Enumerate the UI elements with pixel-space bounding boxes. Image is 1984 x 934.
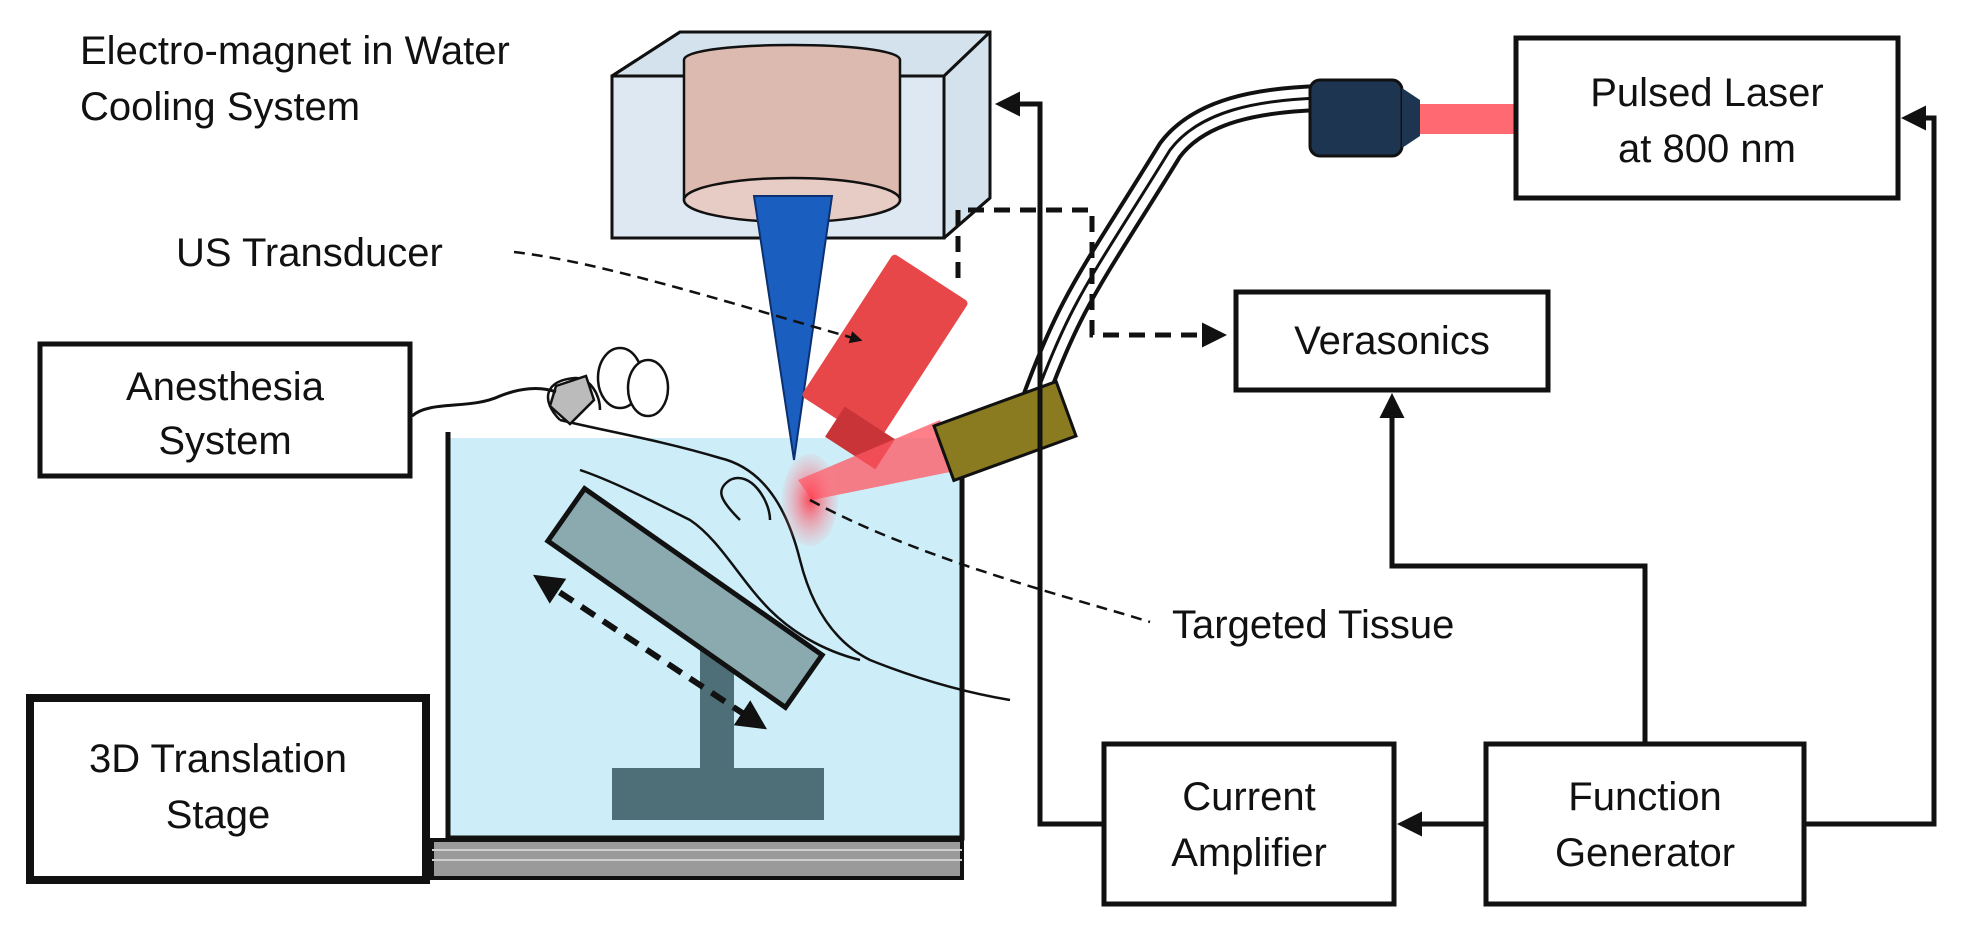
- current-amplifier-box: [1101, 741, 1397, 907]
- anesthesia-label-1: Anesthesia: [126, 365, 325, 409]
- amplifier-label-2: Amplifier: [1171, 831, 1327, 875]
- anesthesia-system-box: [37, 341, 413, 479]
- mouse-outline: [546, 346, 1011, 702]
- pulsed-laser-box: [1513, 35, 1901, 201]
- laser-beam: [1420, 104, 1516, 134]
- laser-label-2: at 800 nm: [1618, 127, 1796, 171]
- amplifier-label-1: Current: [1182, 775, 1315, 819]
- generator-label-1: Function: [1568, 775, 1721, 819]
- stage-label-2: Stage: [166, 793, 271, 837]
- verasonics-label: Verasonics: [1294, 319, 1490, 363]
- verasonics-box: [1233, 289, 1551, 393]
- anesthesia-tube: [411, 387, 557, 418]
- platform-stand-base: [612, 768, 824, 820]
- us-transducer-leader: [513, 250, 863, 344]
- translation-arrow: [532, 574, 768, 730]
- optical-fiber: [932, 78, 1516, 483]
- targeted-tissue-label: Targeted Tissue: [1172, 603, 1454, 647]
- us-signal-path: [955, 207, 1227, 348]
- generator-label-2: Generator: [1555, 831, 1735, 875]
- electromagnet-label-2: Cooling System: [80, 85, 360, 129]
- fiber-tip: [932, 379, 1078, 483]
- targeted-tissue-leader: [809, 498, 1151, 624]
- fiber-coupler: [1308, 78, 1404, 158]
- connections: [995, 91, 1937, 837]
- fg-to-verasonics-arrow: [1379, 393, 1648, 744]
- us-transducer-label: US Transducer: [176, 231, 443, 275]
- nose-cone: [411, 374, 596, 426]
- anesthesia-label-2: System: [158, 419, 291, 463]
- electromagnet-housing: [610, 30, 992, 461]
- magnet-tip: [752, 195, 834, 461]
- laser-label-1: Pulsed Laser: [1590, 71, 1823, 115]
- function-generator-box: [1483, 741, 1807, 907]
- stage-label-1: 3D Translation: [89, 737, 347, 781]
- amp-to-magnet-arrow: [995, 91, 1104, 827]
- translation-stage-box: [26, 694, 430, 884]
- fg-to-laser-arrow: [1804, 105, 1937, 827]
- electromagnet-label-1: Electro-magnet in Water: [80, 29, 510, 73]
